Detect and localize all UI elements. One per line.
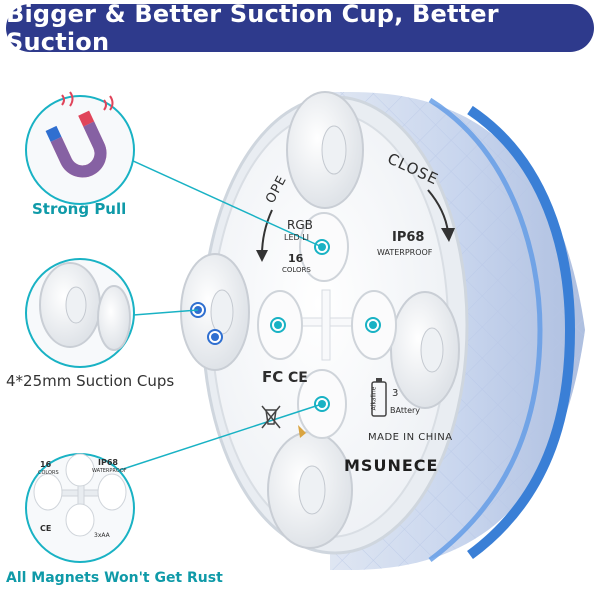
thumb-ce-mark: CE [40,524,52,533]
suction-cups-closeup [39,262,131,351]
callout-dots [190,239,381,412]
magnet-icon [45,110,107,178]
colors-count: 16 [288,252,304,265]
battery-icon [371,378,387,417]
no-rust-label: All Magnets Won't Get Rust [6,570,223,586]
thumb-battery-label: 3xAA [94,532,110,539]
magnetic-field-icon [61,91,114,111]
thumb-waterproof-label: WATERPROOF [92,468,127,474]
waterproof-label: WATERPROOF [377,248,433,257]
magnet-thumbnail [25,95,135,205]
ce-mark: CE [288,370,308,386]
device-back-closeup [33,453,127,537]
thumb-colors-count: 16 [40,460,52,469]
fcc-mark: FC [262,368,284,386]
suction-cup-top [286,91,364,209]
device-face [201,95,469,555]
colors-label: COLORS [282,266,311,274]
thumb-colors-label: COLORS [38,470,59,476]
made-in-label: MADE IN CHINA [368,432,453,443]
brush-icon [298,425,306,438]
thumb-ip-rating: IP68 [98,458,118,467]
strong-pull-label: Strong Pull [32,200,127,218]
battery-count: 3 [392,388,399,399]
led-label: LED LI [284,233,310,242]
recycle-bin-icon [261,405,281,429]
alkaline-label: Alkaline [370,386,378,411]
suction-cup-bottom [267,431,353,549]
battery-label: BAttery [390,406,421,415]
suction-cups-label: 4*25mm Suction Cups [6,372,175,390]
suction-cup-right [390,291,460,409]
ip-rating: IP68 [392,230,425,245]
header-banner: Bigger & Better Suction Cup, Better Suct… [6,0,594,56]
brand-logo: MSUNECE [344,456,439,475]
banner-title: Bigger & Better Suction Cup, Better Suct… [6,0,499,56]
rgb-label: RGB [287,218,313,232]
